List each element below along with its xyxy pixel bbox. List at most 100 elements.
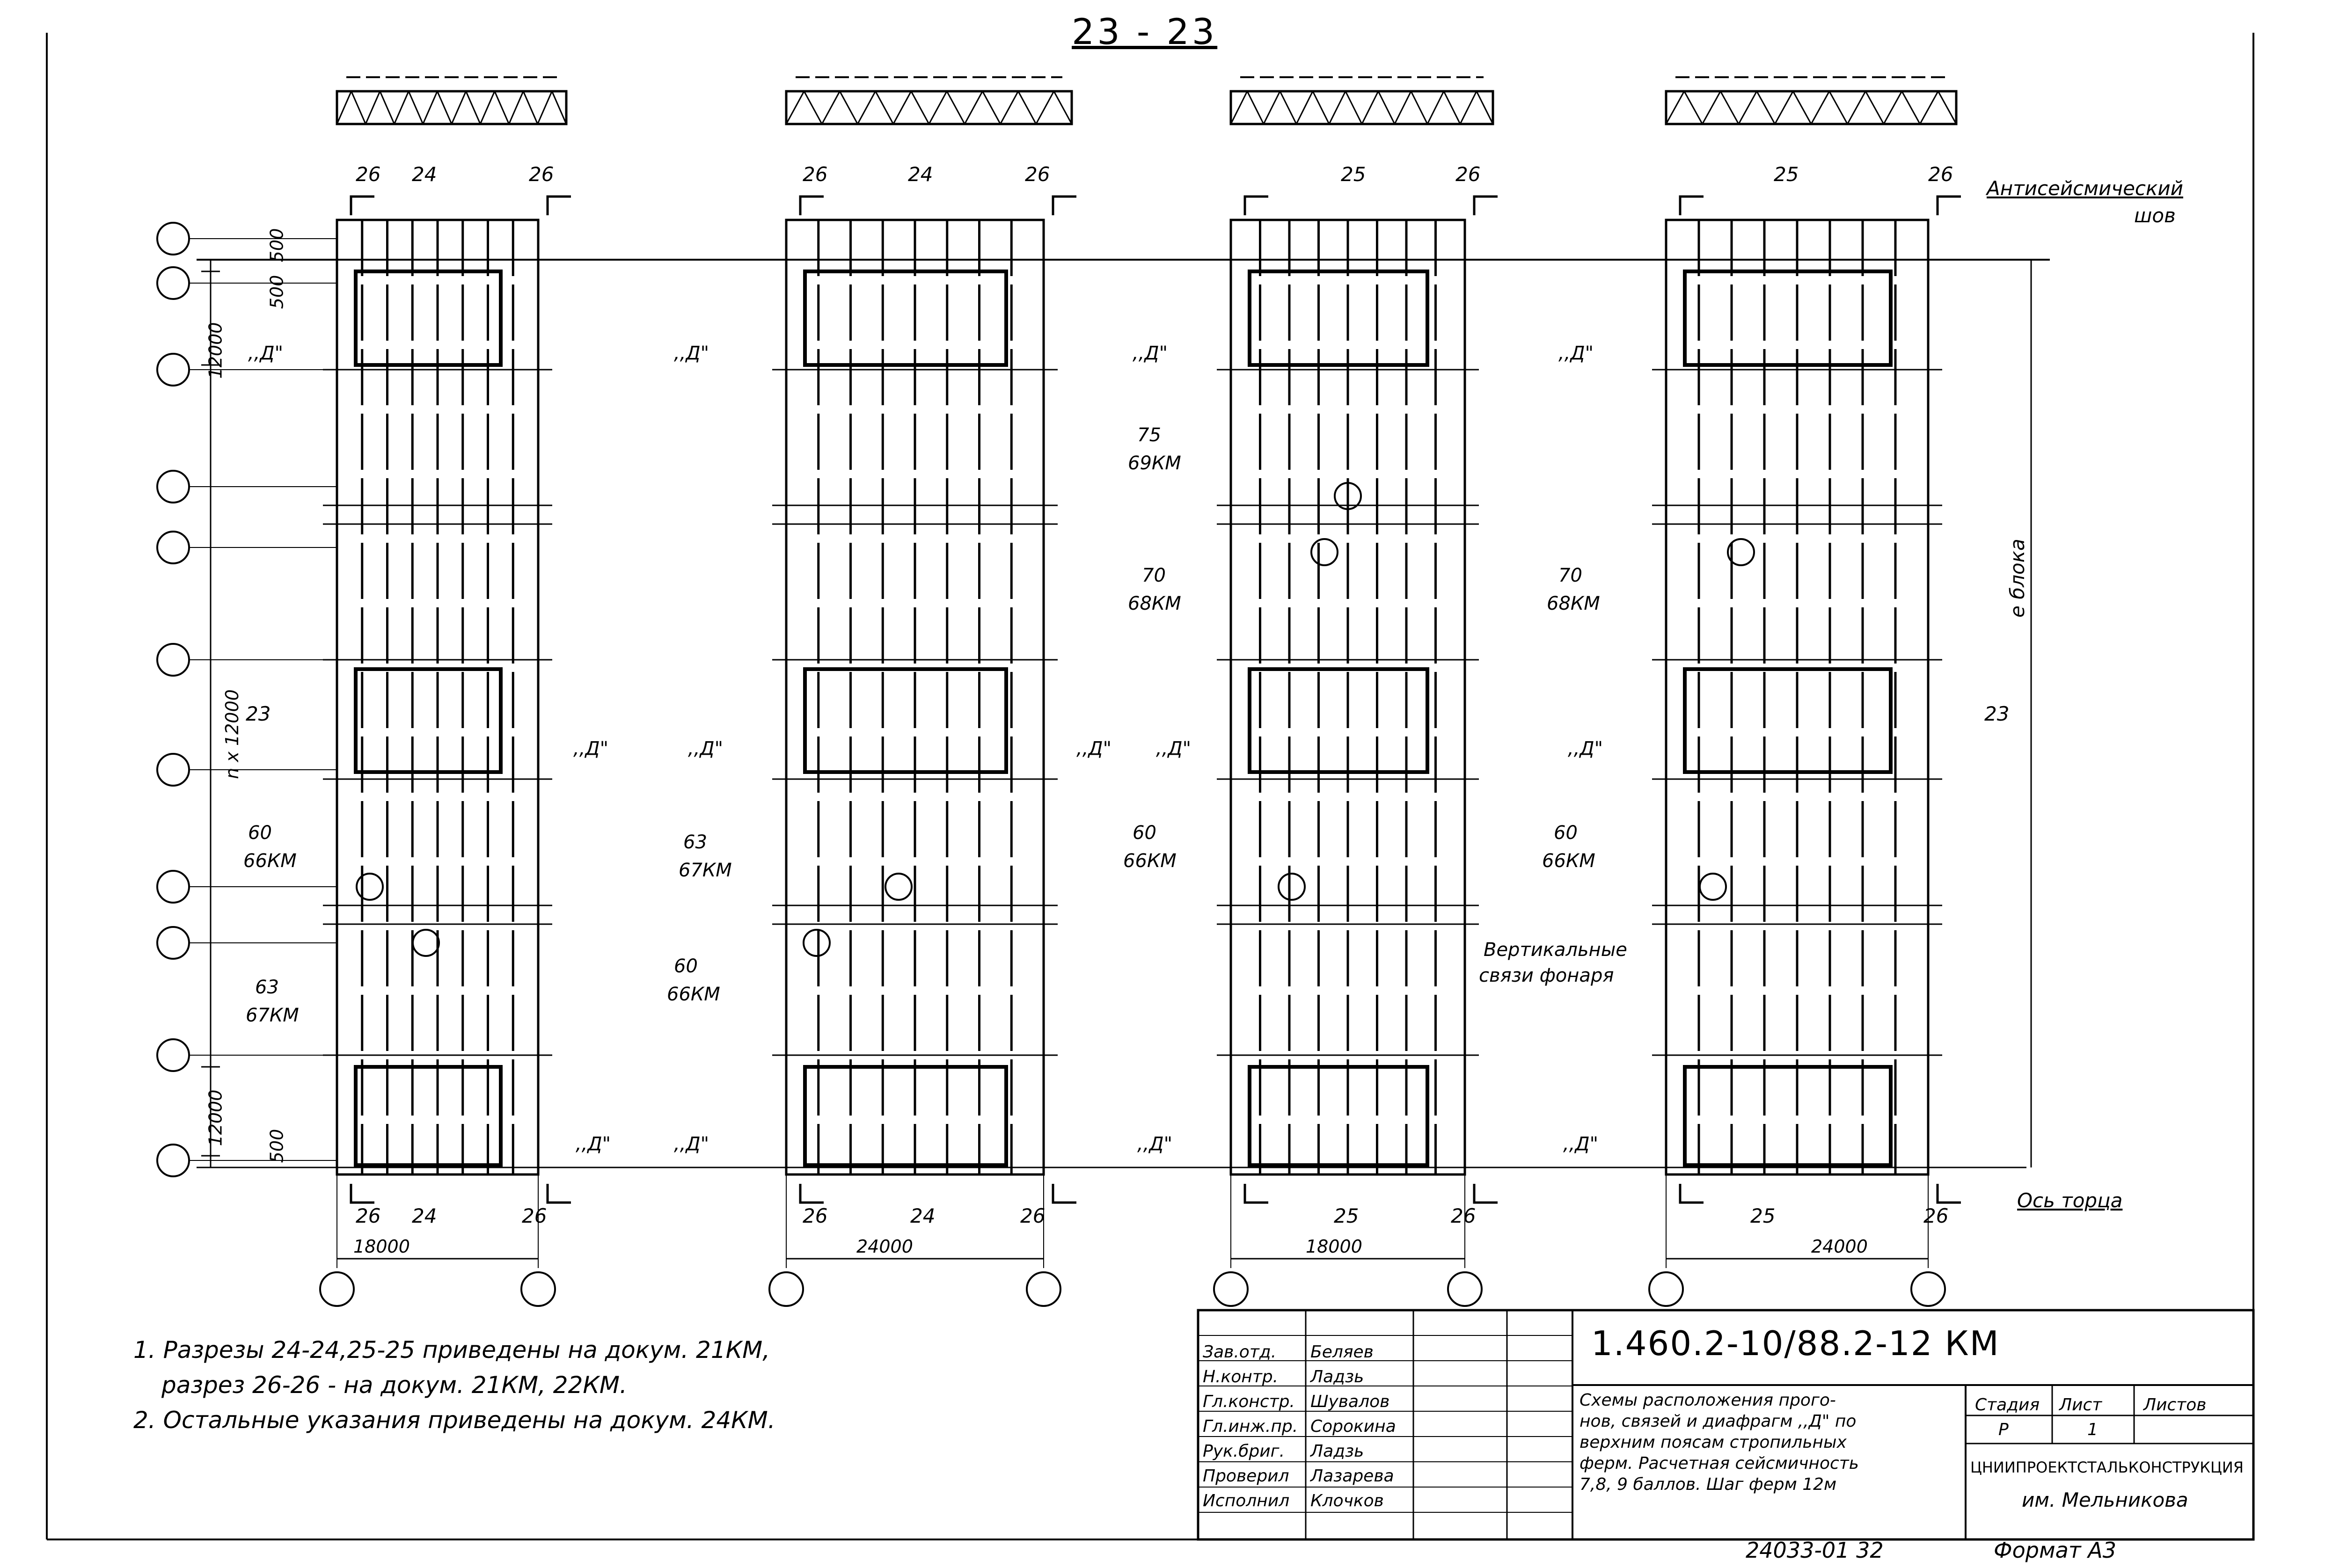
panel-3-cut-top-b: 26: [1455, 163, 1481, 186]
truss-diagonal: [1035, 91, 1055, 124]
cut-mark: [1243, 195, 1268, 215]
diaphragm-frame: [803, 270, 1008, 367]
panel-2-cut-top-b: 24: [908, 163, 933, 186]
axis-bubble-col: [319, 1271, 355, 1307]
diaphragm-label: ,,Д": [1133, 343, 1168, 364]
axis-bubble-row: [156, 531, 190, 564]
title-block-outline: [1197, 1309, 2255, 1541]
truss-diagonal: [1883, 91, 1903, 124]
axis-bubble-col: [1026, 1271, 1061, 1307]
truss-diagonal: [964, 91, 983, 124]
block-length-label: е блока: [2006, 539, 2029, 618]
truss-diagonal: [1361, 91, 1379, 124]
sig-name-4: Ладзь: [1310, 1442, 1364, 1461]
truss-elevation: [1665, 90, 1958, 125]
panel-1-cut-top-b: 24: [412, 163, 437, 186]
truss-diagonal: [857, 91, 876, 124]
truss-diagonal: [1756, 91, 1776, 124]
truss-diagonal: [1476, 91, 1494, 124]
panel-3: [1217, 76, 1498, 1268]
truss-diagonal: [1901, 91, 1921, 124]
p1-callout-63-doc: 67КМ: [246, 1005, 299, 1026]
p3-callout-60-num: 60: [1133, 822, 1156, 844]
axis-bubble-row: [156, 353, 190, 387]
truss-diagonal: [408, 91, 424, 124]
section-title: 23 - 23: [1072, 11, 1218, 52]
axis-bubble-row: [156, 926, 190, 960]
sheet-header: Лист: [2059, 1395, 2102, 1415]
panel-4-cut-bot-b: 26: [1923, 1204, 1949, 1227]
truss-diagonal: [1394, 91, 1412, 124]
truss-diagonal: [394, 91, 410, 124]
truss-diagonal: [351, 91, 366, 124]
axis-bubble-col: [520, 1271, 556, 1307]
diaphragm-label: ,,Д": [576, 1133, 611, 1155]
p3-callout-60-doc: 66КМ: [1123, 850, 1177, 872]
desc-line-5: 7,8, 9 баллов. Шаг ферм 12м: [1580, 1475, 1837, 1494]
cut-mark: [1473, 1184, 1498, 1204]
cut-mark: [350, 1184, 374, 1204]
p2-callout-63-num: 63: [683, 831, 707, 853]
diaphragm-frame: [1248, 270, 1429, 367]
axis-bubble-col: [1910, 1271, 1946, 1307]
sig-role-6: Исполнил: [1203, 1491, 1290, 1510]
truss-diagonal: [522, 91, 539, 124]
p1-callout-60-num: 60: [248, 822, 272, 844]
diaphragm-frame: [1683, 1065, 1893, 1167]
axis-bubble-row: [156, 266, 190, 300]
panel-2-cut-top-a: 26: [803, 163, 828, 186]
dim-12000-bottom: 12000: [205, 1089, 226, 1146]
detail-circle: [1278, 873, 1306, 901]
sheet-value: 1: [2087, 1420, 2098, 1439]
p4-callout-60-num: 60: [1554, 822, 1578, 844]
truss-diagonal: [479, 91, 496, 124]
truss-diagonal: [451, 91, 467, 124]
diaphragm-frame: [1248, 1065, 1429, 1167]
truss-elevation: [336, 90, 568, 125]
truss-diagonal: [821, 91, 841, 124]
detail-circle: [412, 929, 440, 957]
truss-diagonal: [910, 91, 930, 124]
diaphragm-label: ,,Д": [1558, 343, 1594, 364]
truss-diagonal: [1810, 91, 1830, 124]
truss-diagonal: [1279, 91, 1297, 124]
truss-diagonal: [1246, 91, 1265, 124]
desc-line-3: верхним поясам стропильных: [1580, 1433, 1847, 1452]
truss-diagonal: [982, 91, 1001, 124]
p1-callout-63-num: 63: [255, 977, 279, 998]
diaphragm-label: ,,Д": [1137, 1133, 1173, 1155]
axis-bubble-col: [1447, 1271, 1483, 1307]
diaphragm-label: ,,Д": [248, 343, 284, 364]
panel-2-cut-bot-a: 26: [803, 1204, 828, 1227]
truss-diagonal: [1919, 91, 1939, 124]
cut-mark: [1936, 1184, 1961, 1204]
axis-bubble-col: [1213, 1271, 1249, 1307]
truss-diagonal: [1345, 91, 1363, 124]
p2-callout-63-doc: 67КМ: [679, 860, 732, 881]
sig-role-5: Проверил: [1203, 1466, 1289, 1486]
panel-1-cut-bot-b: 24: [412, 1204, 437, 1227]
dim-nx12000: n x 12000: [221, 689, 242, 779]
p4-callout-60-doc: 66КМ: [1542, 850, 1595, 872]
detail-circle: [803, 929, 831, 957]
panel-1-span: 18000: [353, 1236, 410, 1257]
panel-2-cut-bot-b: 24: [910, 1204, 936, 1227]
diaphragm-label: ,,Д": [1076, 738, 1112, 759]
axis-bubble-row: [156, 222, 190, 255]
truss-diagonal: [1828, 91, 1848, 124]
truss-diagonal: [1377, 91, 1396, 124]
panel-3-span: 18000: [1306, 1236, 1362, 1257]
sig-name-5: Лазарева: [1310, 1466, 1394, 1486]
panel-1-cut-bot-c: 26: [522, 1204, 547, 1227]
truss-diagonal: [1774, 91, 1794, 124]
truss-diagonal: [1230, 91, 1248, 124]
dim-500-second: 500: [266, 275, 287, 309]
note-line-3: 2. Остальные указания приведены на докум…: [133, 1407, 775, 1434]
stage-header: Стадия: [1975, 1395, 2040, 1415]
axis-bubble-col: [1648, 1271, 1684, 1307]
panel-3-cut-top-a: 25: [1341, 163, 1366, 186]
panel-4-cut-bot-a: 25: [1750, 1204, 1776, 1227]
diaphragm-frame: [803, 667, 1008, 774]
drawing-frame: [46, 33, 2254, 1540]
